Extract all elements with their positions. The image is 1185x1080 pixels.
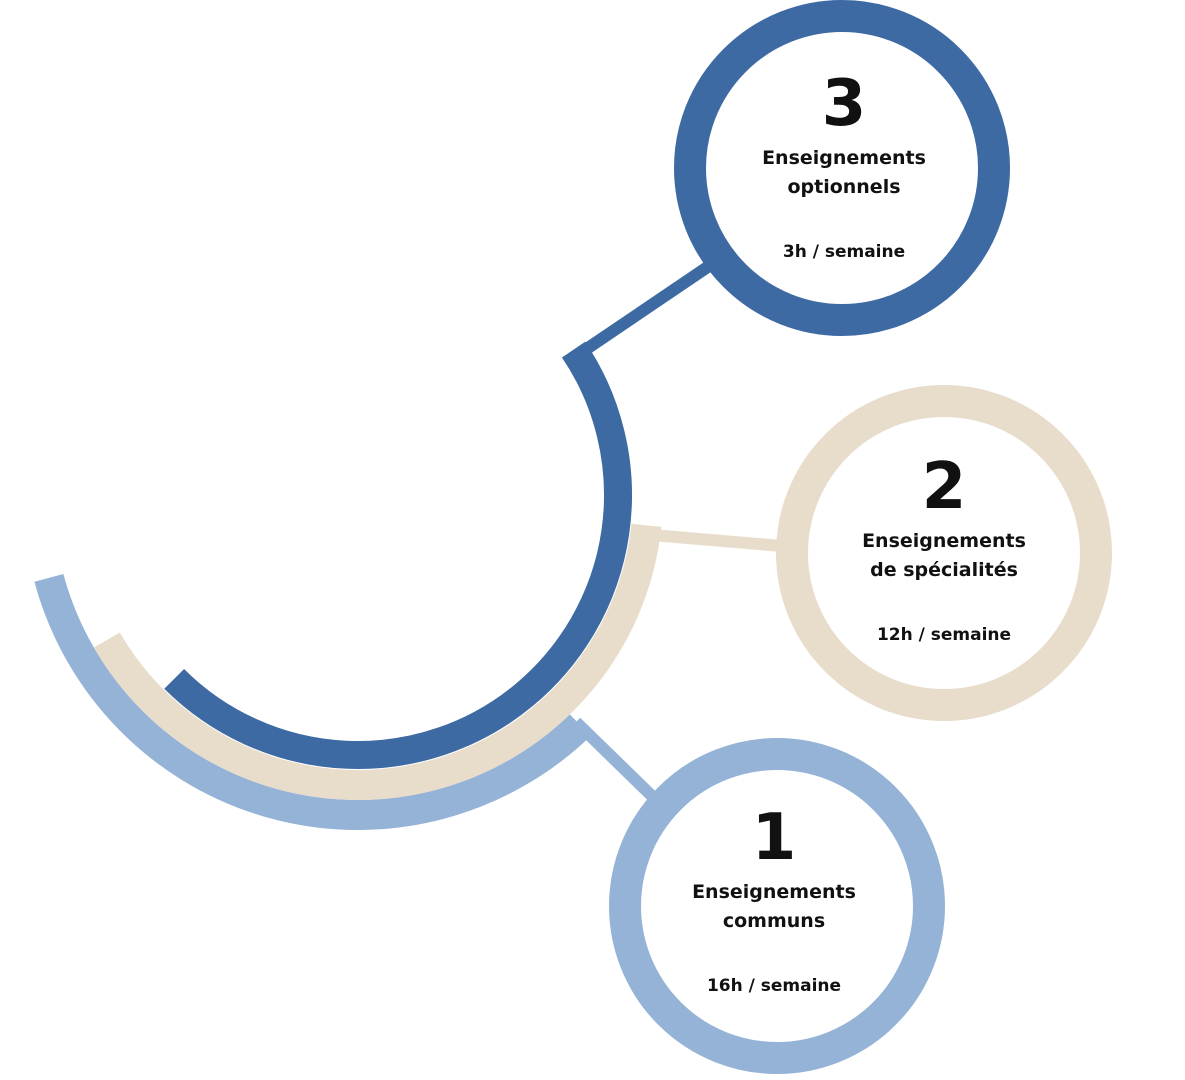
item-hours: 3h / semaine	[782, 242, 906, 262]
item-number: 1	[751, 801, 797, 875]
connector-specialites	[639, 528, 783, 552]
item-number: 3	[821, 67, 867, 141]
item-title-line1: Enseignements	[762, 147, 926, 169]
circle-communs	[609, 738, 945, 1074]
circle-optionnels	[674, 0, 1010, 336]
arc-specialites	[93, 523, 662, 800]
item-optionnels: 3 Enseignements optionnels 3h / semaine	[724, 72, 964, 262]
arc-communs	[34, 573, 591, 830]
connector-optionnels	[581, 259, 716, 355]
item-title-line2: de spécialités	[870, 559, 1018, 581]
arc-optionnels	[164, 341, 632, 769]
item-title-line2: communs	[722, 910, 826, 932]
connector-communs	[571, 717, 661, 805]
circle-specialites	[776, 385, 1112, 721]
item-communs: 1 Enseignements communs 16h / semaine	[654, 806, 894, 996]
item-hours: 12h / semaine	[876, 625, 1012, 645]
item-title-line1: Enseignements	[862, 530, 1026, 552]
item-specialites: 2 Enseignements de spécialités 12h / sem…	[824, 455, 1064, 645]
item-number: 2	[921, 450, 967, 524]
item-title-line1: Enseignements	[692, 881, 856, 903]
item-title-line2: optionnels	[787, 176, 901, 198]
item-hours: 16h / semaine	[706, 976, 842, 996]
